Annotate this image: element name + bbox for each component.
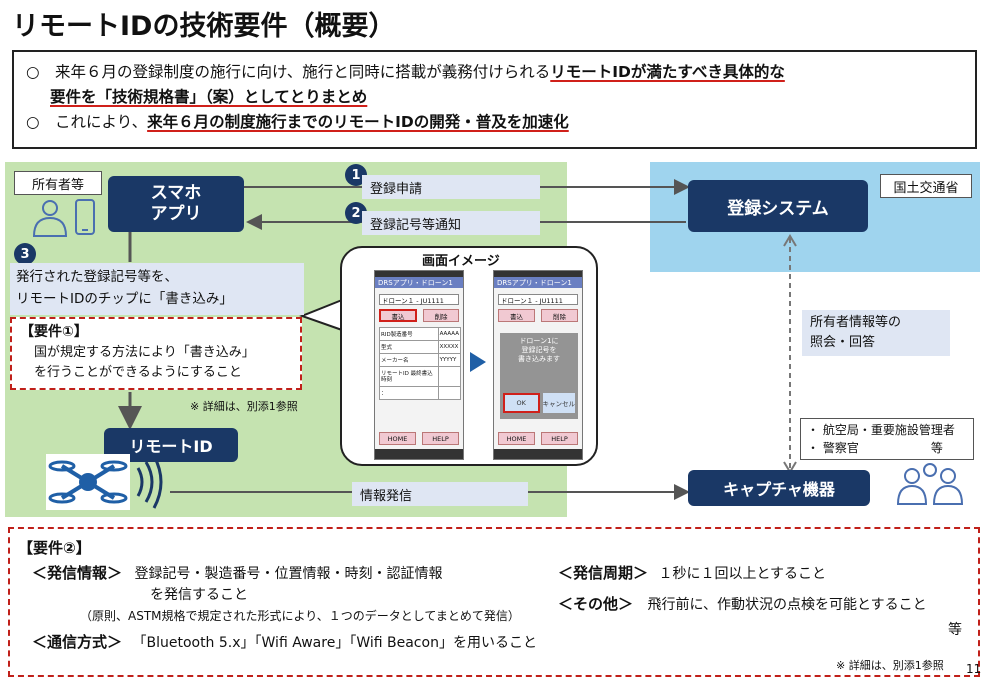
dialog-ok-button[interactable]: OK [503,393,540,413]
phone-mockup-left: DRSアプリ・ドローン1 ドローン１ - JU1111 書込 削除 RID製造番… [374,270,464,460]
home-button[interactable]: HOME [379,432,416,445]
broadcast-cycle-row: ＜発信周期＞ １秒に１回以上とすること [558,564,827,582]
summary-line-1: ○ 来年６月の登録制度の施行に向け、施行と同時に搭載が義務付けられるリモートID… [26,63,785,81]
help-button[interactable]: HELP [541,432,578,445]
delete-button[interactable]: 削除 [423,309,459,322]
summary-line-2: 要件を「技術規格書」（案）としてとりまとめ [50,88,368,106]
requirement-2-box: 【要件②】 ＜発信情報＞ 登録記号・製造番号・位置情報・時刻・認証情報 を発信す… [8,527,980,677]
home-button[interactable]: HOME [498,432,535,445]
people-group-icon [896,463,964,505]
delete-button[interactable]: 削除 [541,309,578,322]
broadcast-label: 情報発信 [352,482,528,506]
comm-method-row: ＜通信方式＞ 「Bluetooth 5.x」「Wifi Aware」「Wifi … [32,633,537,651]
dialog-cancel-button[interactable]: キャンセル [542,393,575,413]
owner-query-label: 所有者情報等の 照会・回答 [802,310,950,356]
screen-image-title: 画面イメージ [422,254,500,269]
step3-label: 発行された登録記号等を、 リモートIDのチップに「書き込み」 [10,263,304,315]
write-button[interactable]: 書込 [498,309,535,322]
other-row: ＜その他＞ 飛行前に、作動状況の点検を可能とすること [558,595,927,613]
phone-mockup-right: DRSアプリ・ドローン1 ドローン１ - JU1111 書込 削除 ドローン1に… [493,270,583,460]
registration-system-box: 登録システム [688,180,868,232]
step3-badge: 3 [14,243,36,265]
requirement-1-box: 【要件①】 国が規定する方法により「書き込み」 を行うことができるようにすること [10,317,302,390]
broadcast-info-row: ＜発信情報＞ 登録記号・製造番号・位置情報・時刻・認証情報 [32,564,443,582]
step1-badge: 1 [345,164,367,186]
capture-device-box: キャプチャ機器 [688,470,870,506]
step1-label: 登録申請 [362,175,540,199]
owner-label: 所有者等 [14,171,102,195]
capture-users-label: ・ 航空局・重要施設管理者 ・ 警察官 等 [800,418,974,460]
remote-id-box: リモートID [104,428,238,462]
write-button[interactable]: 書込 [379,309,417,322]
person-phone-icon [32,199,95,237]
detail-note-2: ※ 詳細は、別添1参照 [836,659,944,672]
help-button[interactable]: HELP [422,432,459,445]
play-arrow-icon [470,352,486,372]
page-title: リモートIDの技術要件（概要） [12,11,396,42]
page-number: 11 [966,662,982,676]
detail-note-1: ※ 詳細は、別添1参照 [190,400,298,413]
summary-line-3: ○ これにより、来年６月の制度施行までのリモートIDの開発・普及を加速化 [26,113,569,131]
smartphone-app-box: スマホ アプリ [108,176,244,232]
summary-box: ○ 来年６月の登録制度の施行に向け、施行と同時に搭載が義務付けられるリモートID… [12,50,977,149]
drone-icon [46,454,163,510]
step2-label: 登録記号等通知 [362,211,540,235]
step2-badge: 2 [345,202,367,224]
mlit-label: 国土交通省 [880,174,972,198]
confirm-dialog: ドローン1に 登録記号を 書き込みます OK キャンセル [500,333,578,419]
